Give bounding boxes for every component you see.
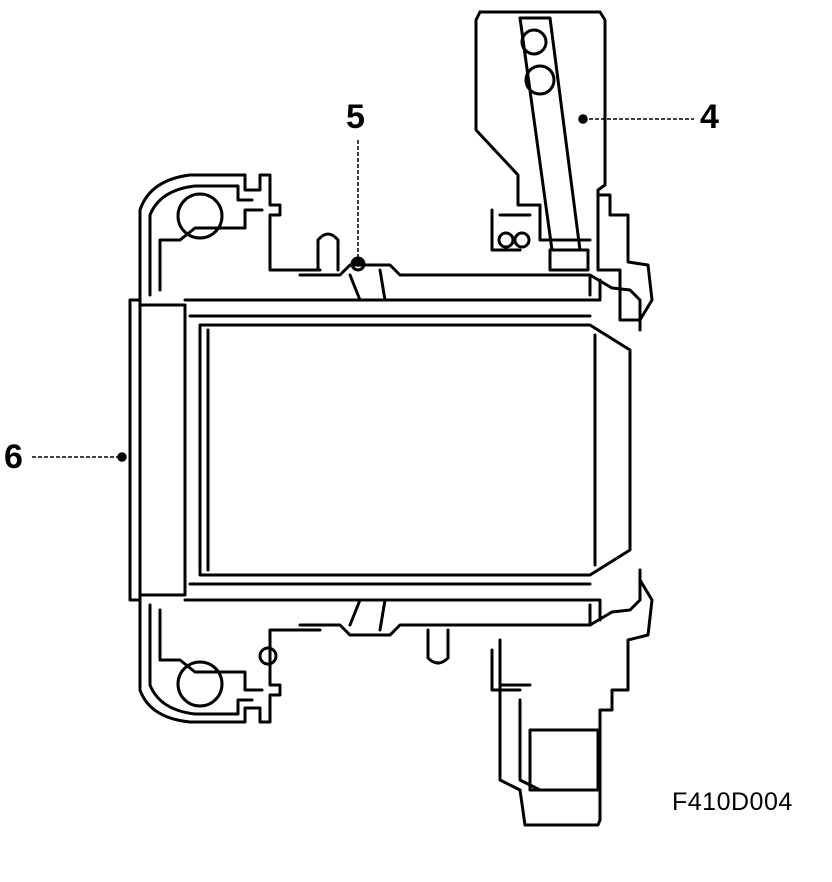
upper-right-seal-inner: [588, 273, 642, 332]
lever-housing: [478, 10, 642, 322]
left-flange: [128, 298, 142, 602]
lower-left-ring: [158, 608, 264, 692]
figure-code: F410D004: [672, 788, 793, 816]
upper-right-seal: [596, 193, 654, 322]
upper-left-hub-inner: [148, 184, 254, 297]
lever-ball-mid: [524, 64, 556, 96]
lower-right-seal-inner: [588, 568, 642, 627]
lever-housing-left: [474, 10, 592, 242]
lower-block: [528, 728, 600, 792]
callout-label-5: 5: [346, 98, 365, 136]
lower-boss: [426, 628, 450, 665]
lower-shaft-bottom: [298, 603, 592, 637]
upper-left-ring: [158, 208, 264, 292]
upper-groove: [348, 268, 387, 302]
upper-shaft-top: [298, 263, 592, 297]
lower-right-housing: [498, 578, 654, 827]
lever-ball-top: [520, 28, 548, 56]
upper-seal-roller-b: [513, 231, 531, 249]
lower-shaft-outer: [183, 598, 602, 622]
left-flange-inner: [138, 303, 187, 597]
lower-groove: [348, 598, 387, 632]
lower-small-rings: [490, 648, 532, 692]
lower-left-hub-inner: [148, 603, 254, 716]
upper-seal-roller-a: [497, 231, 515, 249]
leader-dot-6: [117, 452, 127, 462]
upper-small-rings: [490, 208, 532, 252]
callout-label-4: 4: [700, 98, 719, 136]
lower-left-hub: [138, 598, 322, 724]
upper-ball: [176, 192, 224, 240]
lower-ball: [176, 660, 224, 708]
leader-dot-5: [353, 257, 363, 267]
upper-shaft-outer: [183, 278, 602, 302]
lower-small-pin: [258, 646, 278, 666]
upper-boss: [316, 232, 340, 272]
lever-foot: [548, 248, 590, 272]
callout-label-6: 6: [4, 438, 23, 476]
leader-dot-4: [578, 114, 588, 124]
upper-left-hub: [138, 173, 322, 302]
bore: [198, 323, 632, 577]
